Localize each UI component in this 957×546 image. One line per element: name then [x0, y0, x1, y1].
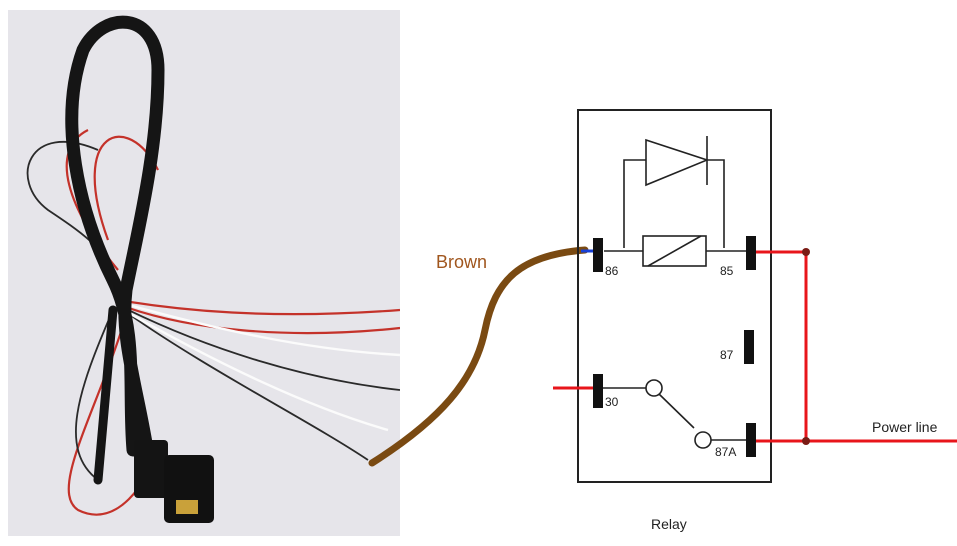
brown-wire	[368, 246, 589, 467]
black-cable	[65, 15, 165, 485]
pin-30-label: 30	[605, 395, 619, 409]
junction-top	[802, 248, 810, 256]
wiring-harness-photo	[8, 10, 400, 536]
power-line-label: Power line	[872, 419, 938, 435]
relay-box	[577, 109, 772, 483]
pin-86-label: 86	[605, 264, 619, 278]
pin-87a-terminal	[746, 423, 756, 457]
white-wires	[117, 300, 400, 432]
pin-85-terminal	[746, 236, 756, 270]
switch-contact	[603, 379, 746, 449]
pin-87-terminal	[744, 330, 754, 364]
pin-86-terminal	[593, 238, 603, 272]
diode-symbol	[623, 136, 725, 248]
junction-dots	[802, 248, 810, 445]
pin-87-label: 87	[720, 348, 734, 362]
junction-bottom	[802, 437, 810, 445]
relay-coil	[604, 235, 746, 267]
brown-wire-label: Brown	[436, 252, 487, 272]
black-wires	[26, 141, 400, 481]
red-wires-diagram	[553, 250, 957, 443]
pin-30-terminal	[593, 374, 603, 408]
red-wires	[65, 129, 400, 516]
connectors	[134, 440, 214, 523]
relay-label: Relay	[651, 516, 687, 532]
pin-terminals	[593, 236, 756, 457]
pin-87a-label: 87A	[715, 445, 736, 459]
pin-85-label: 85	[720, 264, 734, 278]
